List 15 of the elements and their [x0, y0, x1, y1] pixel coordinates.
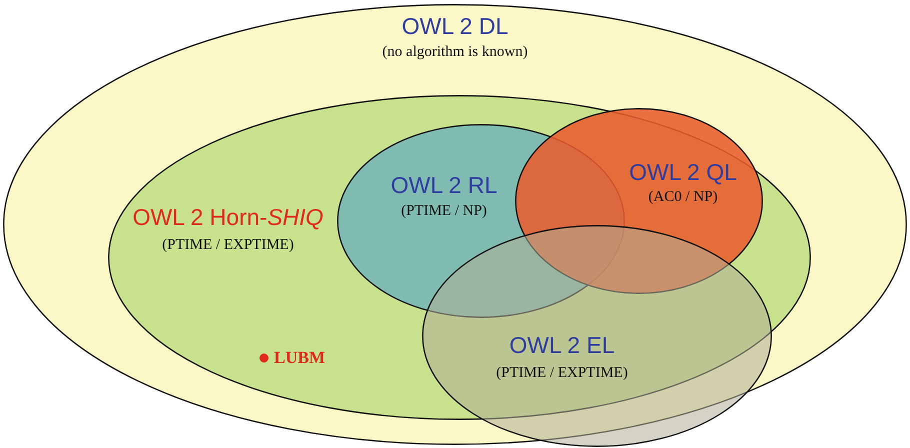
complexity-note: (PTIME / EXPTIME) [162, 237, 294, 254]
set-name: OWL 2 Horn-SHIQ [132, 205, 324, 230]
complexity-note: (no algorithm is known) [382, 44, 528, 60]
set-name: OWL 2 EL [509, 333, 615, 358]
set-ellipse [515, 108, 763, 294]
set-name: OWL 2 DL [402, 14, 508, 40]
set-ellipse [422, 225, 772, 447]
set-ellipse [3, 4, 907, 445]
complexity-note: (PTIME / EXPTIME) [496, 365, 628, 382]
complexity-note: (PTIME / NP) [401, 203, 487, 220]
complexity-note: (AC0 / NP) [648, 189, 718, 206]
set-name: OWL 2 QL [629, 160, 737, 186]
set-name: OWL 2 RL [390, 173, 498, 198]
point-label: LUBM [274, 348, 325, 368]
set-ellipse [108, 95, 811, 420]
